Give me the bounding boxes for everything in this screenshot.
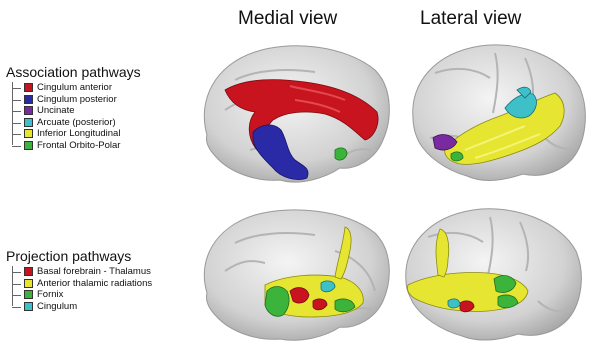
swatch-arcuate bbox=[24, 118, 33, 127]
swatch-uncinate bbox=[24, 106, 33, 115]
legend-item-cingulum: Cingulum bbox=[12, 301, 152, 313]
swatch-basal-forebrain-thalamus bbox=[24, 267, 33, 276]
projection-legend: Projection pathways Basal forebrain - Th… bbox=[6, 248, 152, 312]
swatch-frontal-orbito-polar bbox=[24, 141, 33, 150]
lateral-view-title: Lateral view bbox=[420, 8, 521, 30]
tract-basal-forebrain-thalamus bbox=[290, 288, 309, 303]
association-legend-title: Association pathways bbox=[6, 64, 141, 80]
brain-lateral-association bbox=[405, 38, 590, 188]
brain-medial-projection bbox=[195, 205, 395, 345]
legend-item-arcuate: Arcuate (posterior) bbox=[12, 117, 141, 129]
swatch-fornix bbox=[24, 290, 33, 299]
legend-item-cingulum-anterior: Cingulum anterior bbox=[12, 82, 141, 94]
legend-item-inferior-longitudinal: Inferior Longitudinal bbox=[12, 128, 141, 140]
legend-item-basal-forebrain-thalamus: Basal forebrain - Thalamus bbox=[12, 266, 152, 278]
brain-lateral-projection bbox=[398, 203, 588, 343]
tract-fornix bbox=[265, 287, 289, 317]
legend-item-anterior-thalamic-radiations: Anterior thalamic radiations bbox=[12, 278, 152, 290]
medial-view-title: Medial view bbox=[238, 8, 337, 30]
brain-surface bbox=[204, 210, 389, 340]
brain-medial-association bbox=[195, 40, 395, 190]
legend-item-uncinate: Uncinate bbox=[12, 105, 141, 117]
legend-item-cingulum-posterior: Cingulum posterior bbox=[12, 94, 141, 106]
tract-cingulum bbox=[448, 299, 460, 308]
swatch-cingulum bbox=[24, 302, 33, 311]
association-legend: Association pathways Cingulum anterior C… bbox=[6, 64, 141, 151]
tract-anterior-thalamic-radiations-stem bbox=[436, 229, 449, 277]
swatch-inferior-longitudinal bbox=[24, 129, 33, 138]
swatch-anterior-thalamic-radiations bbox=[24, 279, 33, 288]
swatch-cingulum-posterior bbox=[24, 95, 33, 104]
projection-legend-title: Projection pathways bbox=[6, 248, 152, 264]
swatch-cingulum-anterior bbox=[24, 83, 33, 92]
tract-frontal-orbito-polar bbox=[451, 152, 463, 161]
legend-item-fornix: Fornix bbox=[12, 289, 152, 301]
legend-item-frontal-orbito-polar: Frontal Orbito-Polar bbox=[12, 140, 141, 152]
